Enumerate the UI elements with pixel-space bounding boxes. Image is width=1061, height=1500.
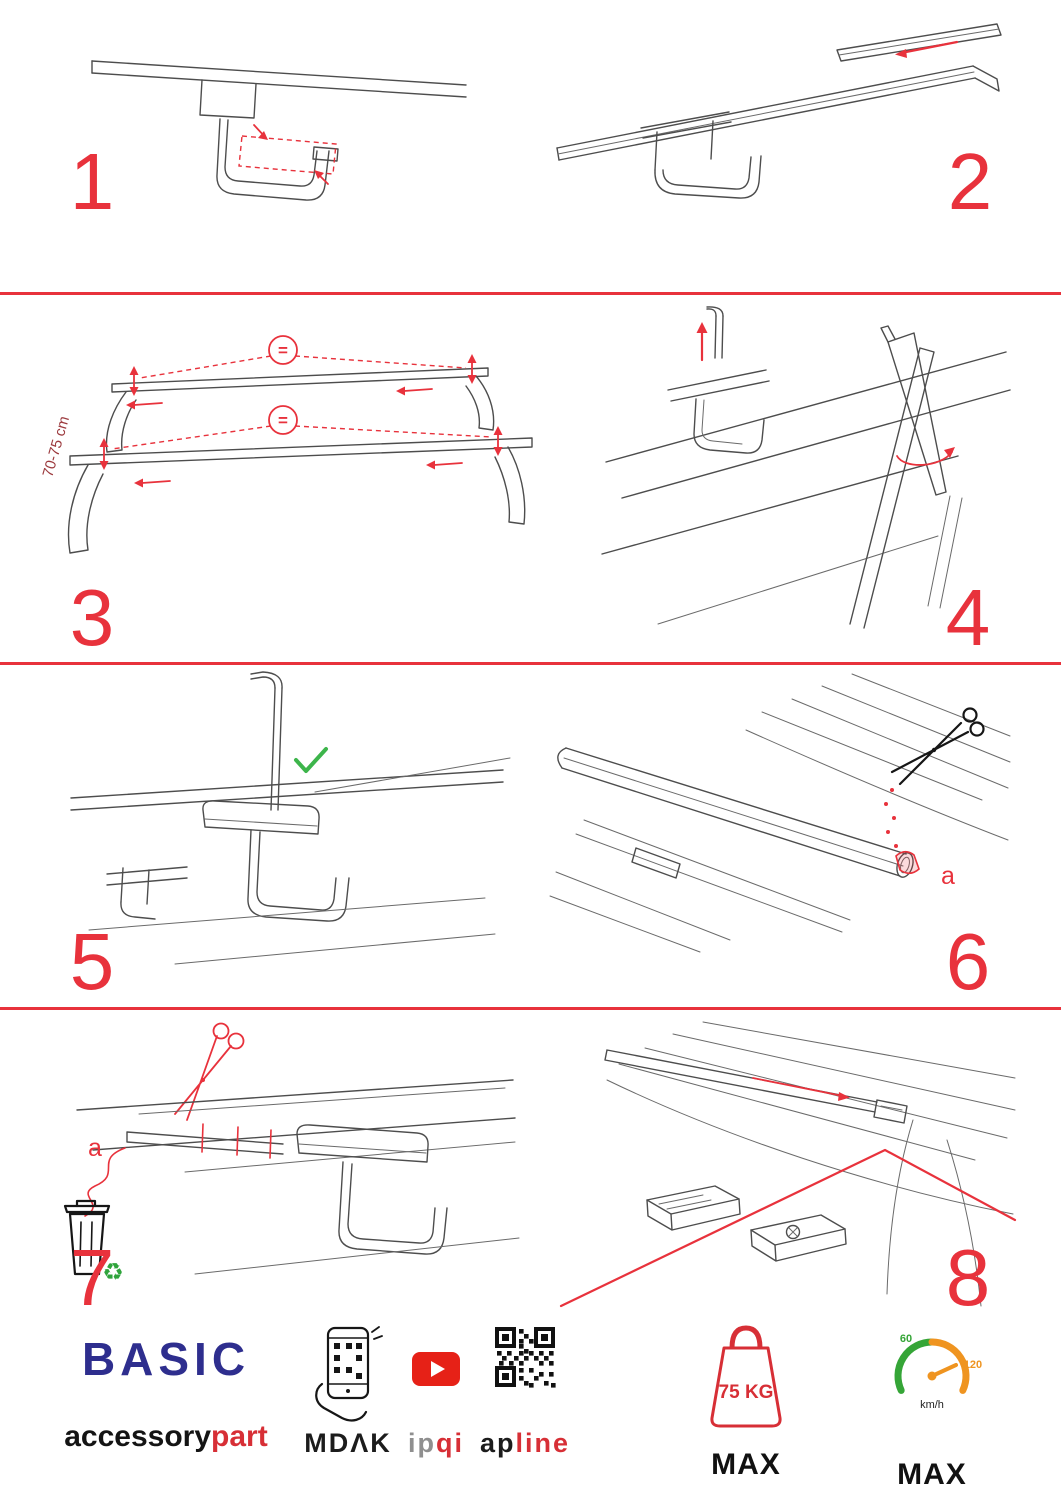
youtube-icon bbox=[412, 1352, 460, 1386]
bar-distance-label: 70-75 cm bbox=[40, 414, 74, 479]
separator-line-2 bbox=[0, 662, 1061, 665]
brand-subline-red: part bbox=[211, 1420, 268, 1453]
ipqi-gray: ip bbox=[408, 1428, 436, 1458]
step-4-illustration bbox=[601, 306, 1011, 629]
equal-badge-front: = bbox=[268, 405, 298, 435]
equal-badge-rear: = bbox=[268, 335, 298, 365]
partner-mdak-label: MDΛK bbox=[304, 1428, 392, 1458]
weight-max-label: MAX bbox=[711, 1448, 781, 1481]
step-8-number: 8 bbox=[945, 1233, 991, 1322]
brand-subline: accessorypart bbox=[60, 1420, 272, 1454]
svg-text:=: = bbox=[278, 341, 288, 360]
step-1-number: 1 bbox=[69, 137, 115, 226]
trash-recycle-icon: ♻ bbox=[63, 1199, 124, 1286]
step-5-number: 5 bbox=[69, 917, 115, 1006]
step-4-number: 4 bbox=[945, 573, 991, 662]
step-2-illustration bbox=[556, 23, 1002, 199]
speedometer-icon: 60 120 km/h bbox=[894, 1333, 982, 1411]
scissors-icon bbox=[174, 1022, 245, 1121]
phone-qr-icon bbox=[315, 1326, 383, 1422]
speed-max-label: MAX bbox=[897, 1458, 967, 1491]
apline-red: line bbox=[515, 1428, 571, 1458]
check-icon bbox=[294, 747, 328, 773]
step-7-illustration: a ♻ bbox=[63, 1022, 520, 1286]
step-8-illustration bbox=[559, 1021, 1017, 1308]
speed-peak-tick: 120 bbox=[964, 1359, 982, 1371]
step-5-illustration bbox=[70, 671, 511, 965]
weight-max-icon: 75 KG bbox=[710, 1325, 782, 1428]
step-6-illustration: a bbox=[549, 673, 1011, 953]
step-6-number: 6 bbox=[945, 917, 991, 1006]
step-2-number: 2 bbox=[947, 137, 993, 226]
speed-min-tick: 60 bbox=[900, 1333, 912, 1345]
separator-line-1 bbox=[0, 292, 1061, 295]
step-7-number: 7 bbox=[69, 1233, 115, 1322]
apline-black: ap bbox=[479, 1428, 516, 1458]
partner-apline-label: apline bbox=[478, 1428, 572, 1459]
brand-name: BASIC bbox=[81, 1333, 251, 1385]
separator-line-3 bbox=[0, 1007, 1061, 1010]
step-3-number: 3 bbox=[69, 573, 115, 662]
scissors-icon bbox=[890, 707, 985, 786]
qr-code-icon bbox=[495, 1327, 556, 1388]
step-1-illustration bbox=[91, 60, 467, 201]
svg-text:=: = bbox=[278, 411, 288, 430]
part-a-label: a bbox=[88, 1134, 102, 1162]
weight-value: 75 KG bbox=[719, 1382, 774, 1403]
part-a-label: a bbox=[941, 862, 955, 890]
ipqi-red: qi bbox=[436, 1428, 464, 1458]
recycle-icon: ♻ bbox=[102, 1259, 124, 1286]
brand-logo: BASIC bbox=[60, 1332, 272, 1386]
step-3-illustration: = = 70-75 cm bbox=[40, 335, 533, 554]
hex-key bbox=[880, 325, 947, 496]
speed-unit: km/h bbox=[920, 1399, 944, 1411]
partner-ipqi-label: ipqi bbox=[400, 1428, 472, 1459]
brand-subline-black: accessory bbox=[64, 1420, 212, 1453]
